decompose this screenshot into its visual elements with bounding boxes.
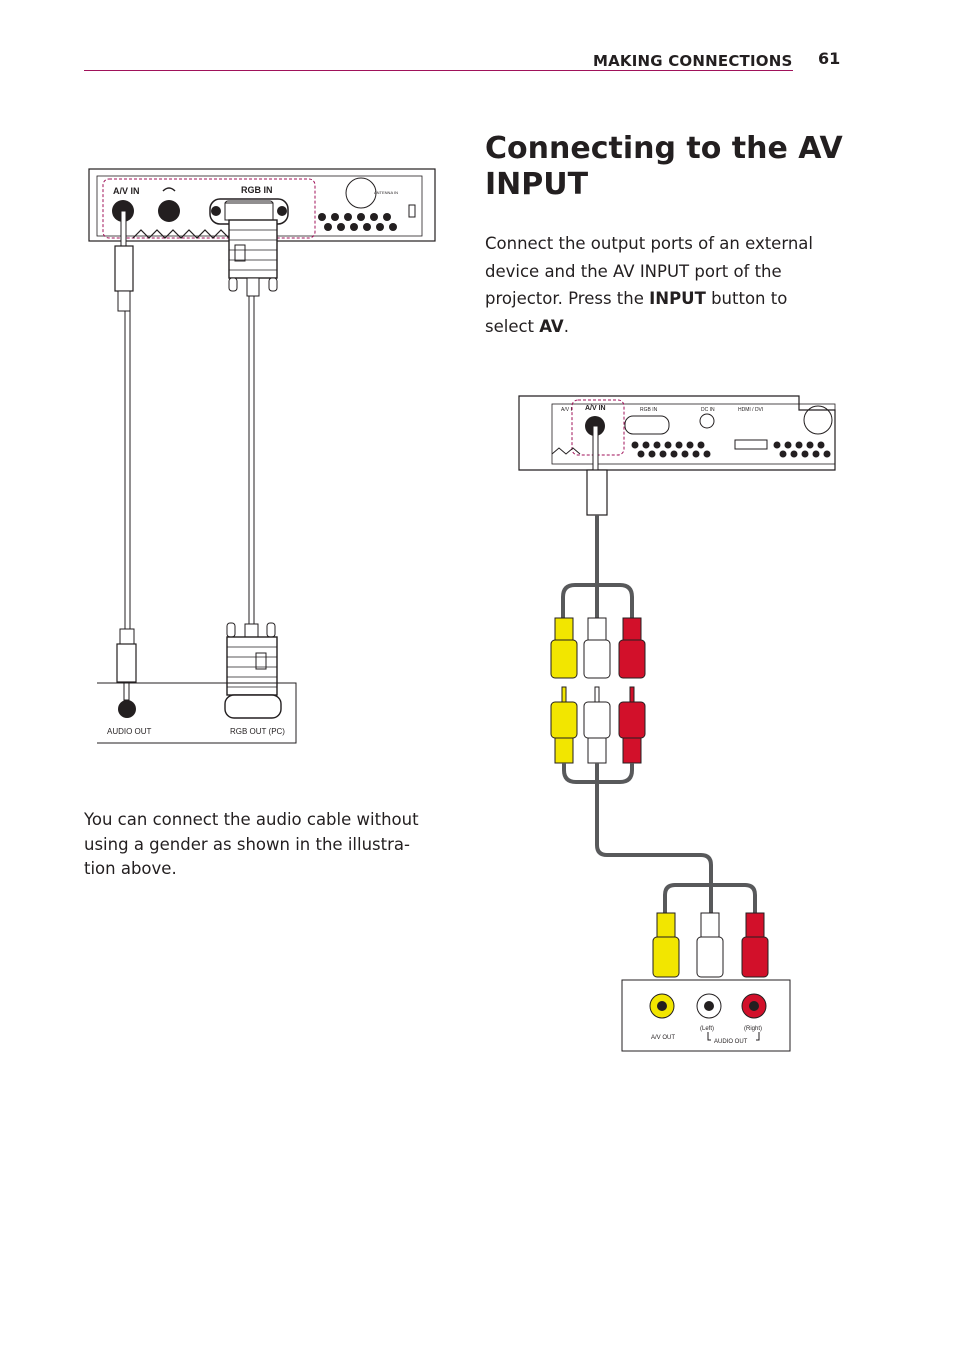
- page-heading: Connecting to the AV INPUT: [485, 131, 843, 202]
- pc-panel: [97, 682, 297, 744]
- rca-plugs-upper: [550, 617, 646, 679]
- intro-text-1: Connect the output ports of an external …: [485, 234, 813, 308]
- section-title: MAKING CONNECTIONS: [593, 52, 793, 70]
- input-button-label: INPUT: [649, 289, 706, 308]
- rgb-audio-connection-diagram: A/V IN RGB IN ANTENNA IN AUDIO OUT RGB O…: [88, 168, 436, 744]
- left-antenna-label: ANTENNA IN: [374, 190, 398, 195]
- page-number: 61: [818, 49, 841, 68]
- header-rule: [84, 70, 793, 71]
- rca-cable: [562, 763, 757, 913]
- dc-in-label: DC IN: [701, 407, 715, 413]
- intro-text-2: button to select: [485, 289, 788, 336]
- av-small-label: A/V I: [561, 407, 572, 413]
- intro-text-3: .: [563, 316, 569, 336]
- av-device-panel: [621, 979, 791, 1052]
- av-connection-diagram: A/V I A/V IN RGB IN DC IN HDMI / DVI: [518, 395, 836, 1052]
- hdmi-label: HDMI / DVI: [738, 407, 763, 413]
- device-rca-plugs: [652, 912, 769, 978]
- right-rgb-in-label: RGB IN: [640, 407, 658, 413]
- rca-plugs-lower: [550, 686, 646, 764]
- left-channel-label: (Left): [700, 1026, 714, 1032]
- audio-out-group-label: AUDIO OUT: [714, 1039, 748, 1045]
- right-channel-label: (Right): [744, 1026, 762, 1032]
- left-rgb-in-label: RGB IN: [241, 185, 273, 195]
- audio-cable: [114, 210, 137, 701]
- av-mode-label: AV: [539, 316, 564, 336]
- left-av-in-label: A/V IN: [113, 186, 140, 196]
- rgb-cable: [224, 202, 282, 719]
- audio-out-label: AUDIO OUT: [107, 727, 152, 736]
- intro-paragraph: Connect the output ports of an external …: [485, 230, 835, 340]
- rgb-out-label: RGB OUT (PC): [230, 727, 285, 736]
- note-paragraph: You can connect the audio cable without …: [84, 810, 419, 878]
- right-av-in-label: A/V IN: [585, 405, 606, 412]
- av-out-label: A/V OUT: [651, 1035, 675, 1041]
- av-jack-cable: [561, 425, 634, 618]
